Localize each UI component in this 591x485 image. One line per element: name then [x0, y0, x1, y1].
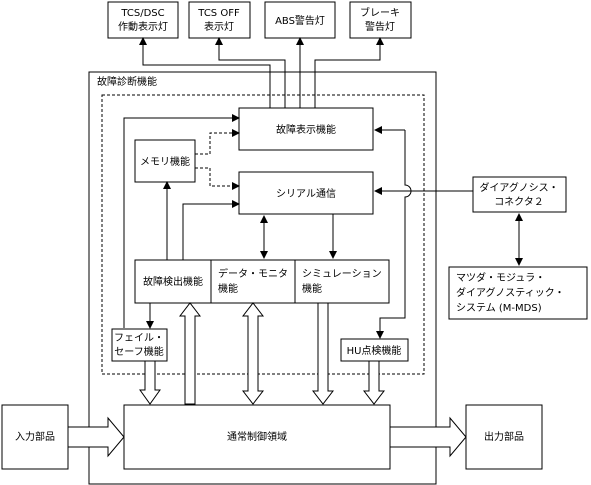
memory-dashed-links: [195, 129, 240, 190]
data-monitor-label-2: 機能: [218, 282, 238, 295]
svg-text:シリアル通信: シリアル通信: [276, 188, 336, 200]
svg-text:ブレーキ: ブレーキ: [360, 6, 400, 19]
svg-text:作動表示灯: 作動表示灯: [118, 20, 168, 33]
svg-text:システム (M-MDS): システム (M-MDS): [456, 302, 542, 314]
svg-text:出力部品: 出力部品: [484, 430, 524, 443]
data-monitor-label: データ・モニタ: [218, 267, 288, 280]
detection-row: 故障検出機能 データ・モニタ 機能 シミュレーション 機能: [134, 259, 390, 304]
svg-text:セーフ機能: セーフ機能: [114, 345, 163, 358]
input-parts-box: 入力部品: [1, 404, 69, 470]
fault-display-box: 故障表示機能: [238, 107, 374, 151]
hu-check-box: HU点検機能: [340, 338, 409, 362]
internal-arrows: [123, 114, 473, 339]
normal-control-box: 通常制御領域: [123, 404, 391, 470]
diagnosis-connector-box: ダイアグノシス・ コネクタ２: [472, 176, 567, 213]
output-lamp-tcs-dsc: TCS/DSC 作動表示灯: [107, 1, 179, 39]
serial-communication-box: シリアル通信: [238, 171, 374, 215]
svg-text:TCS OFF: TCS OFF: [197, 8, 240, 19]
svg-text:HU点検機能: HU点検機能: [347, 344, 402, 357]
svg-text:コネクタ２: コネクタ２: [494, 196, 544, 208]
dashed-boundary: [101, 94, 425, 375]
lamp-connections: [139, 37, 384, 108]
output-lamp-tcs-off: TCS OFF 表示灯: [188, 1, 251, 39]
mmds-box: マツダ・モジュラ・ ダイアグノスティック・ システム (M-MDS): [448, 266, 588, 320]
simulation-label-2: 機能: [302, 282, 322, 295]
frame-title: 故障診断機能: [97, 75, 157, 88]
svg-text:故障表示機能: 故障表示機能: [276, 123, 336, 136]
svg-text:警告灯: 警告灯: [365, 20, 395, 33]
svg-text:メモリ機能: メモリ機能: [140, 155, 190, 168]
svg-text:マツダ・モジュラ・: マツダ・モジュラ・: [456, 271, 545, 284]
svg-text:表示灯: 表示灯: [204, 20, 234, 33]
memory-box: メモリ機能: [134, 139, 196, 183]
svg-text:入力部品: 入力部品: [15, 430, 55, 443]
simulation-label: シミュレーション: [302, 269, 382, 280]
svg-text:通常制御領域: 通常制御領域: [227, 430, 287, 443]
fault-detection-label: 故障検出機能: [143, 275, 203, 288]
output-lamp-brake: ブレーキ 警告灯: [349, 1, 412, 39]
output-lamp-abs: ABS警告灯: [264, 1, 336, 39]
svg-text:ダイアグノスティック・: ダイアグノスティック・: [456, 286, 565, 299]
svg-text:ABS警告灯: ABS警告灯: [275, 14, 325, 27]
failsafe-box: フェイル・ セーフ機能: [111, 328, 168, 362]
output-parts-box: 出力部品: [465, 404, 543, 470]
hollow-arrows: [67, 302, 467, 458]
svg-text:フェイル・: フェイル・: [114, 333, 164, 344]
svg-text:TCS/DSC: TCS/DSC: [120, 8, 164, 19]
svg-text:ダイアグノシス・: ダイアグノシス・: [479, 181, 558, 194]
